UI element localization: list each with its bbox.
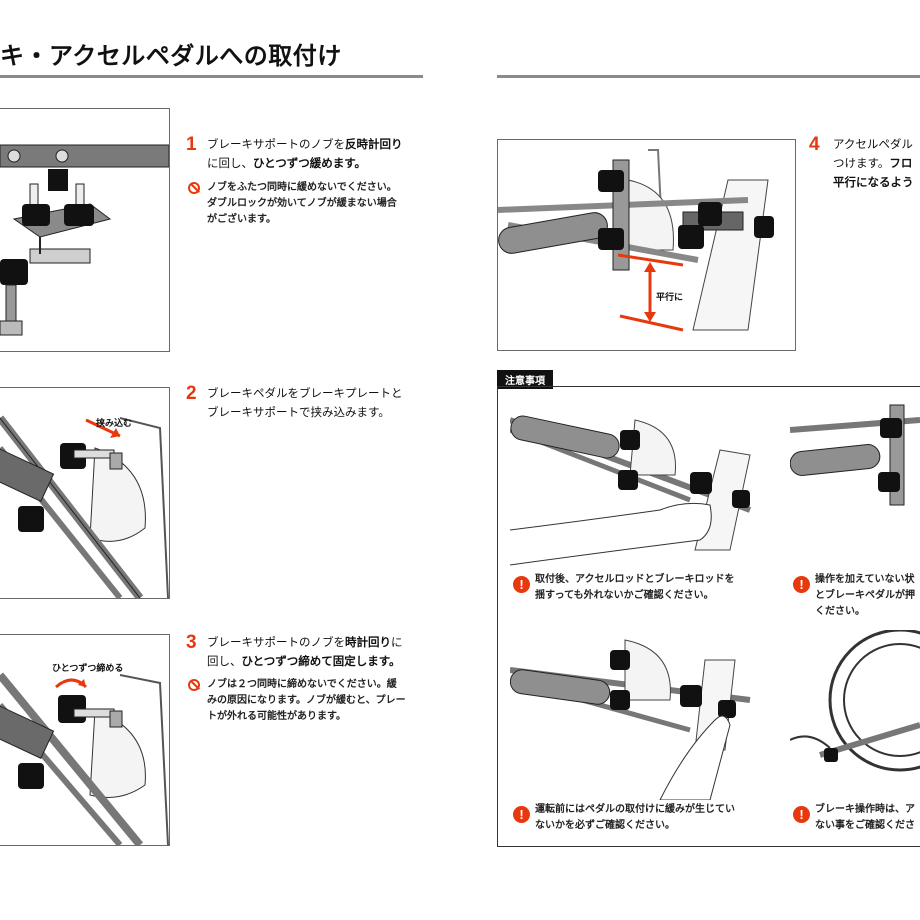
caution-illustration-2: [790, 400, 920, 570]
step3-number: 3: [186, 632, 197, 653]
step4-number: 4: [809, 134, 820, 155]
caution-note-2-line2: とブレーキペダルが押: [815, 590, 915, 601]
caution-note-2: 操作を加えていない状 とブレーキペダルが押 ください。: [815, 572, 915, 620]
step3-text-b: 時計回り: [345, 635, 391, 649]
step1-text-a: ブレーキサポートのノブを: [207, 137, 345, 151]
caution-note-3: 運転前にはペダルの取付けに緩みが生じてい ないかを必ずご確認ください。: [535, 802, 735, 834]
caution-note-4-line2: ない事をご確認くださ: [815, 820, 915, 831]
caution-note-2-line1: 操作を加えていない状: [815, 574, 915, 585]
step1-illustration: [0, 108, 170, 352]
step4-text: アクセルペダル つけます。フロ 平行になるよう: [833, 135, 914, 192]
caution-note-4-line1: ブレーキ操作時は、ア: [815, 804, 915, 815]
caution-note-1: 取付後、アクセルロッドとブレーキロッドを 揺すっても外れないかご確認ください。: [535, 572, 735, 604]
caution-note-4: ブレーキ操作時は、ア ない事をご確認くださ: [815, 802, 915, 834]
step3-warning-line3: トが外れる可能性があります。: [207, 711, 346, 722]
warning-icon: !: [513, 576, 530, 593]
step4-illustration-label: 平行に: [656, 293, 684, 303]
warning-icon: !: [793, 576, 810, 593]
step3-text-a: ブレーキサポートのノブを: [207, 635, 345, 649]
step4-text-line1: アクセルペダル: [833, 137, 913, 151]
page-title: キ・アクセルペダルへの取付け: [0, 42, 342, 70]
step3-text-e: ひとつずつ締めて固定します。: [241, 654, 401, 668]
step1-warning-line2: ダブルロックが効いてノブが緩まない場合: [207, 198, 397, 209]
step3-text-d: 回し、: [207, 654, 242, 668]
caution-illustration-3: [510, 630, 768, 800]
caution-note-3-line2: ないかを必ずご確認ください。: [535, 820, 675, 831]
step1-text: ブレーキサポートのノブを反時計回り に回し、ひとつずつ緩めます。: [207, 135, 403, 173]
step3-text: ブレーキサポートのノブを時計回りに 回し、ひとつずつ締めて固定します。: [207, 633, 403, 671]
caution-box: [497, 386, 920, 847]
step3-illustration-label: ひとつずつ締める: [52, 664, 124, 674]
step3-text-c: に: [391, 635, 403, 649]
step1-text-c: に回し、: [207, 156, 253, 170]
step3-warning: ノブは２つ同時に締めないでください。緩 みの原因になります。ノブが緩むと、プレー…: [207, 677, 406, 725]
prohibited-icon: [188, 679, 200, 691]
caution-illustration-4: [790, 630, 920, 800]
warning-icon: !: [513, 806, 530, 823]
step2-illustration: 挟み込む: [0, 387, 170, 599]
caution-note-2-line3: ください。: [815, 606, 865, 617]
step1-number: 1: [186, 134, 197, 155]
step2-text-line1: ブレーキペダルをブレーキプレートと: [207, 386, 403, 400]
caution-note-1-line1: 取付後、アクセルロッドとブレーキロッドを: [535, 574, 735, 585]
step1-text-d: ひとつずつ緩めます。: [253, 156, 367, 170]
caution-illustration-1: [510, 400, 768, 570]
title-rule-left: [0, 75, 423, 78]
prohibited-icon: [188, 182, 200, 194]
caution-note-3-line1: 運転前にはペダルの取付けに緩みが生じてい: [535, 804, 735, 815]
step1-warning-line1: ノブをふたつ同時に緩めないでください。: [207, 182, 397, 193]
step4-text-b: フロ: [889, 156, 913, 170]
title-rule-right: [497, 75, 920, 78]
step2-text: ブレーキペダルをブレーキプレートと ブレーキサポートで挟み込みます。: [207, 384, 403, 422]
step3-illustration: ひとつずつ締める: [0, 634, 170, 846]
step1-warning-line3: がございます。: [207, 214, 276, 225]
step2-illustration-label: 挟み込む: [96, 419, 133, 429]
warning-icon: !: [793, 806, 810, 823]
step1-warning: ノブをふたつ同時に緩めないでください。 ダブルロックが効いてノブが緩まない場合 …: [207, 180, 397, 228]
step4-illustration: 平行に: [497, 139, 796, 351]
step2-number: 2: [186, 383, 197, 404]
step2-text-line2: ブレーキサポートで挟み込みます。: [207, 405, 390, 419]
caution-tab: 注意事項: [497, 370, 553, 389]
step4-text-line3: 平行になるよう: [833, 175, 914, 189]
step1-text-b: 反時計回り: [345, 137, 403, 151]
step4-text-a: つけます。: [833, 156, 890, 170]
step3-warning-line2: みの原因になります。ノブが緩むと、プレー: [207, 695, 406, 706]
step3-warning-line1: ノブは２つ同時に締めないでください。緩: [207, 679, 397, 690]
caution-note-1-line2: 揺すっても外れないかご確認ください。: [535, 590, 714, 601]
